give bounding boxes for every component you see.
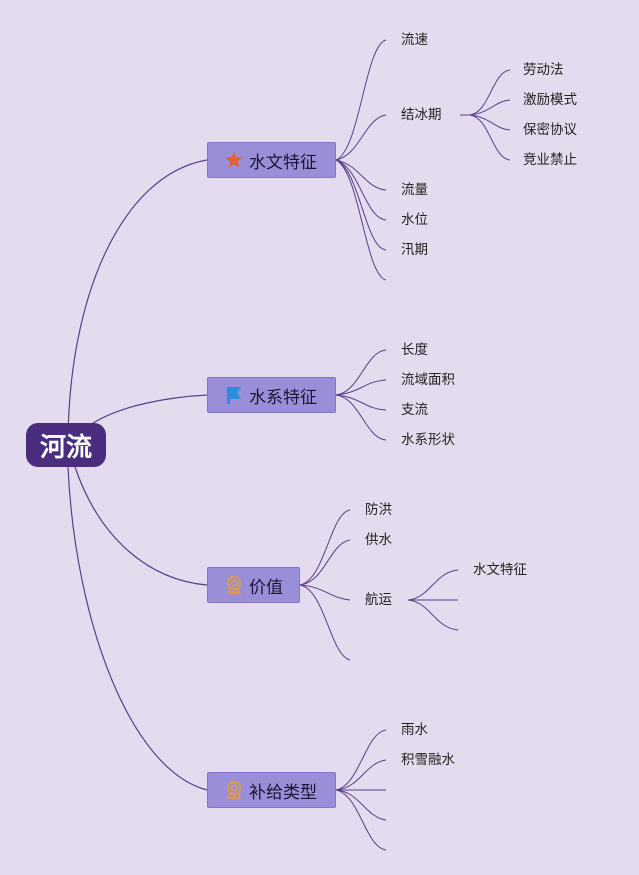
leaf-water-level[interactable]: 水位 [401, 212, 428, 228]
leaf-incentive-model[interactable]: 激励模式 [523, 92, 577, 108]
root-link-value [74, 466, 208, 586]
leaf-system-shape[interactable]: 水系形状 [401, 432, 455, 448]
leaf-flood-control[interactable]: 防洪 [365, 502, 392, 518]
leaf-rain[interactable]: 雨水 [401, 722, 428, 738]
leaf-flow-volume[interactable]: 流量 [401, 182, 428, 198]
branch-river-system[interactable]: 水系特征 [207, 377, 336, 413]
leaf-flow-speed[interactable]: 流速 [401, 32, 428, 48]
star-icon [224, 150, 244, 170]
root-node[interactable]: 河流 [26, 423, 106, 467]
leaf-water-supply[interactable]: 供水 [365, 532, 392, 548]
supply-branch-links [335, 729, 387, 851]
award-ribbon-icon [224, 780, 244, 800]
leaf-basin-area[interactable]: 流域面积 [401, 372, 455, 388]
value-branch-links [299, 509, 351, 661]
system-branch-links [335, 349, 387, 441]
root-label: 河流 [39, 432, 92, 463]
root-link-supply [67, 466, 208, 791]
leaf-confidentiality[interactable]: 保密协议 [523, 122, 577, 138]
leaf-snowmelt[interactable]: 积雪融水 [401, 752, 455, 768]
hydro-branch-links [335, 39, 387, 281]
branch-value[interactable]: 价值 [207, 567, 300, 603]
leaf-shipping[interactable]: 航运 [365, 592, 392, 608]
award-ribbon-icon [224, 575, 244, 595]
leaf-hydrology-sub[interactable]: 水文特征 [473, 562, 527, 578]
flag-icon [224, 385, 244, 405]
branch-label: 水系特征 [249, 387, 317, 408]
root-link-system [89, 394, 208, 426]
leaf-flood-season[interactable]: 汛期 [401, 242, 428, 258]
leaf-tributary[interactable]: 支流 [401, 402, 428, 418]
root-link-hydro [67, 159, 208, 446]
branch-label: 水文特征 [249, 152, 317, 173]
freeze-period-links [460, 69, 511, 161]
shipping-links [407, 569, 459, 631]
leaf-non-compete[interactable]: 竞业禁止 [523, 152, 577, 168]
branch-label: 补给类型 [249, 782, 317, 803]
leaf-length[interactable]: 长度 [401, 342, 428, 358]
leaf-freeze-period[interactable]: 结冰期 [401, 107, 442, 123]
branch-label: 价值 [249, 577, 283, 598]
branch-hydrology[interactable]: 水文特征 [207, 142, 336, 178]
leaf-labor-law[interactable]: 劳动法 [523, 62, 564, 78]
branch-supply-type[interactable]: 补给类型 [207, 772, 336, 808]
